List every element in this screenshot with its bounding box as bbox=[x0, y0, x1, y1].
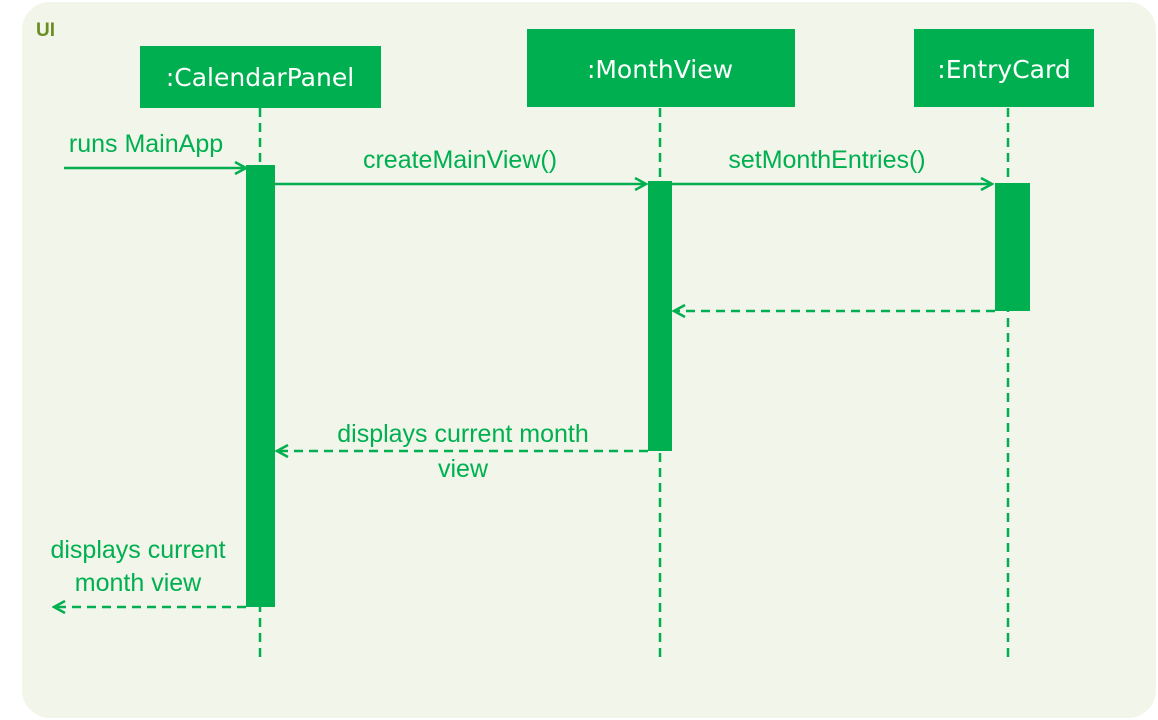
participant-entry-card-label: :EntryCard bbox=[937, 55, 1070, 84]
label-set-month-entries: setMonthEntries() bbox=[728, 146, 925, 174]
label-displays-month-view-line2: view bbox=[438, 455, 489, 483]
activation-month-view bbox=[648, 181, 672, 451]
label-runs-mainapp: runs MainApp bbox=[69, 130, 223, 158]
label-displays-current-month-line2: month view bbox=[75, 569, 202, 597]
diagram-frame bbox=[22, 2, 1156, 718]
participant-calendar-panel-label: :CalendarPanel bbox=[166, 63, 354, 92]
label-displays-month-view-line1: displays current month bbox=[337, 420, 589, 448]
activation-calendar-panel bbox=[246, 165, 275, 607]
participant-entry-card: :EntryCard bbox=[914, 29, 1094, 107]
participant-calendar-panel: :CalendarPanel bbox=[140, 46, 381, 108]
participant-month-view-label: :MonthView bbox=[587, 55, 733, 84]
label-displays-current-month-line1: displays current bbox=[50, 536, 225, 564]
participant-month-view: :MonthView bbox=[527, 29, 795, 107]
frame-label: UI bbox=[36, 20, 55, 41]
activation-entry-card bbox=[995, 183, 1030, 311]
label-create-main-view: createMainView() bbox=[363, 146, 557, 174]
